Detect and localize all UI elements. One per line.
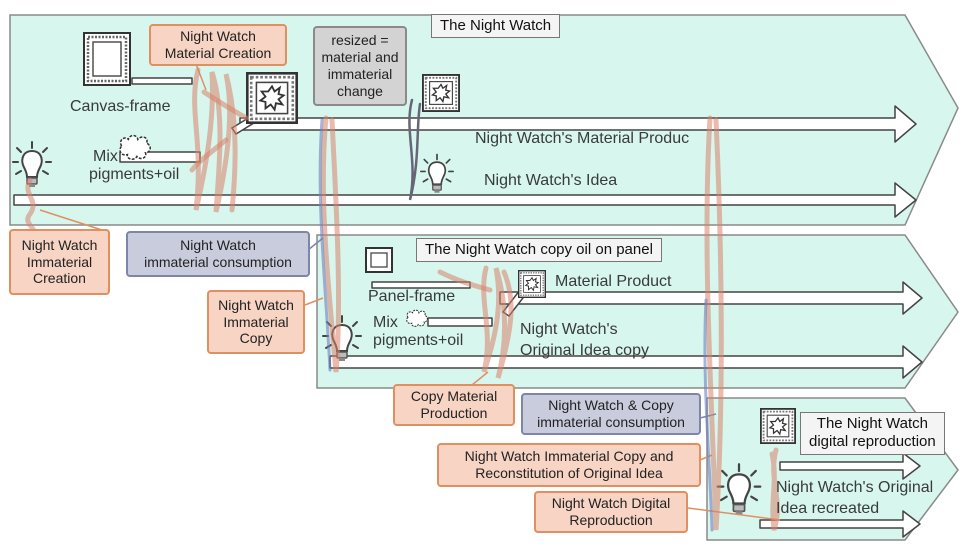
callout-digital-reproduction-line2: Reproduction bbox=[569, 512, 652, 529]
callout-reconstitution-line1: Night Watch Immaterial Copy and bbox=[465, 448, 674, 465]
callout-immaterial-consumption-line1: Night Watch bbox=[180, 237, 256, 254]
copy-painting-icon bbox=[519, 271, 546, 298]
mix-label-2-line2: pigments+oil bbox=[373, 332, 463, 350]
callout-copy-material-production: Copy Material Production bbox=[393, 384, 515, 426]
title-digital-line1: The Night Watch bbox=[809, 415, 936, 433]
callout-copy-material-line1: Copy Material bbox=[411, 388, 497, 405]
callout-resized-line1: resized = bbox=[331, 32, 388, 49]
callout-immaterial-creation-line2: Immaterial bbox=[27, 254, 92, 271]
original-idea-copy-line2: Original Idea copy bbox=[520, 341, 649, 362]
mix-label-1-line2: pigments+oil bbox=[89, 166, 179, 184]
idea-recreated-line1: Night Watch's Original bbox=[776, 478, 933, 499]
title-night-watch: The Night Watch bbox=[431, 14, 560, 38]
callout-immaterial-consumption: Night Watch immaterial consumption bbox=[126, 231, 310, 277]
callout-immaterial-copy-line3: Copy bbox=[240, 330, 273, 347]
callout-immaterial-copy-line1: Night Watch bbox=[218, 297, 294, 314]
callout-reconstitution: Night Watch Immaterial Copy and Reconsti… bbox=[437, 443, 701, 487]
callout-immaterial-creation-line1: Night Watch bbox=[22, 237, 98, 254]
idea-recreated-line2: Idea recreated bbox=[776, 499, 933, 520]
title-digital-reproduction: The Night Watch digital reproduction bbox=[800, 412, 945, 455]
material-product-label-1: Night Watch's Material Produc bbox=[475, 130, 689, 148]
title-digital-line2: digital reproduction bbox=[809, 433, 936, 451]
mix-label-2-line1: Mix bbox=[373, 314, 463, 332]
callout-resized-line4: change bbox=[337, 83, 383, 100]
callout-immaterial-copy: Night Watch Immaterial Copy bbox=[207, 290, 305, 354]
idea-label-1: Night Watch's Idea bbox=[484, 172, 617, 190]
original-idea-copy-label: Night Watch's Original Idea copy bbox=[520, 320, 649, 362]
original-idea-copy-line1: Night Watch's bbox=[520, 320, 649, 341]
callout-immaterial-creation-line3: Creation bbox=[33, 270, 86, 287]
mix-label-2: Mix pigments+oil bbox=[373, 314, 463, 351]
resized-painting-icon bbox=[423, 75, 459, 111]
callout-reconstitution-line2: Reconstitution of Original Idea bbox=[475, 465, 663, 482]
callout-resized-line3: immaterial bbox=[328, 66, 393, 83]
arrow-canvas-connector bbox=[132, 78, 192, 84]
callout-copy-consumption-line2: immaterial consumption bbox=[537, 414, 685, 431]
callout-immaterial-creation: Night Watch Immaterial Creation bbox=[9, 229, 110, 295]
material-product-label-2: Material Product bbox=[555, 273, 672, 291]
callout-copy-consumption-line1: Night Watch & Copy bbox=[548, 397, 674, 414]
canvas-frame-label: Canvas-frame bbox=[70, 98, 170, 116]
callout-digital-reproduction: Night Watch Digital Reproduction bbox=[534, 491, 688, 533]
callout-immaterial-consumption-line2: immaterial consumption bbox=[144, 254, 292, 271]
mix-label-1-line1: Mix bbox=[93, 148, 179, 166]
panel-frame-icon bbox=[366, 248, 392, 272]
callout-material-creation-line2: Material Creation bbox=[165, 45, 272, 62]
callout-copy-material-line2: Production bbox=[421, 405, 488, 422]
panel-frame-label: Panel-frame bbox=[368, 288, 455, 306]
callout-material-creation: Night Watch Material Creation bbox=[149, 24, 287, 66]
night-watch-painting-icon bbox=[247, 73, 296, 122]
callout-material-creation-line1: Night Watch bbox=[180, 28, 256, 45]
callout-resized: resized = material and immaterial change bbox=[313, 26, 407, 106]
title-copy-oil-on-panel: The Night Watch copy oil on panel bbox=[416, 238, 662, 262]
callout-resized-line2: material and bbox=[321, 49, 398, 66]
idea-recreated-label: Night Watch's Original Idea recreated bbox=[776, 478, 933, 520]
canvas-frame-icon bbox=[84, 33, 130, 85]
digital-painting-icon bbox=[761, 409, 795, 443]
callout-digital-reproduction-line1: Night Watch Digital bbox=[552, 495, 671, 512]
callout-copy-consumption: Night Watch & Copy immaterial consumptio… bbox=[521, 393, 701, 435]
callout-immaterial-copy-line2: Immaterial bbox=[223, 314, 288, 331]
mix-label-1: Mix pigments+oil bbox=[89, 148, 179, 185]
